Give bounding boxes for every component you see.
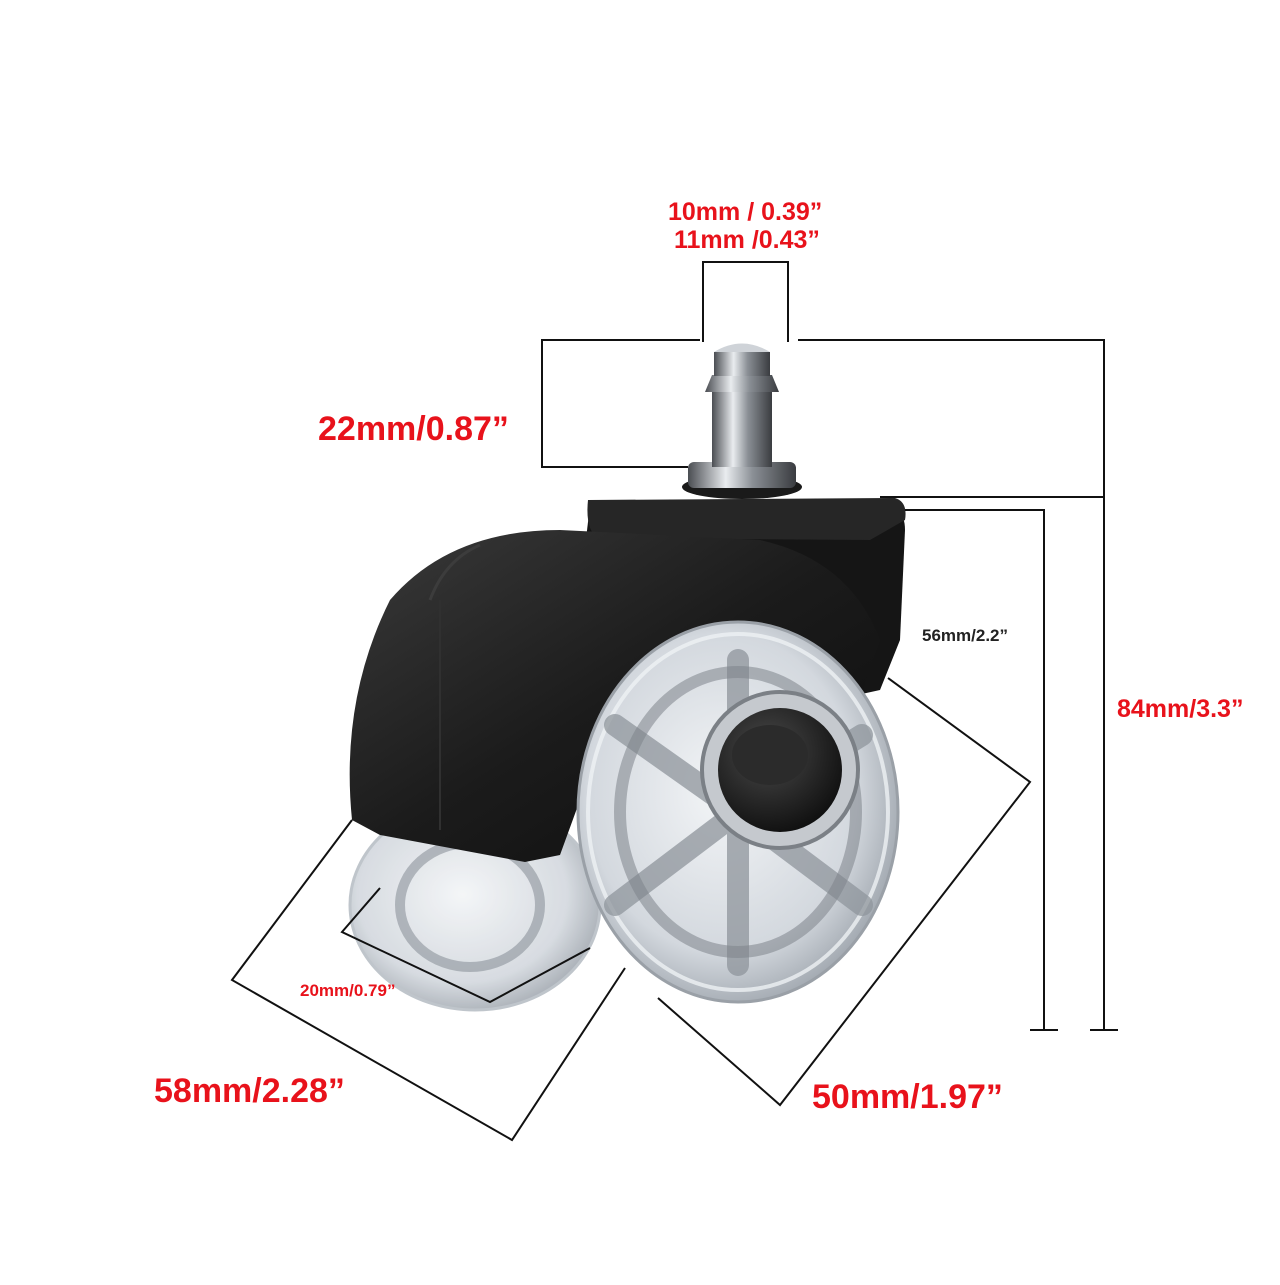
wheel-diameter-line	[657, 677, 1032, 1107]
front-wheel	[576, 620, 900, 1004]
wheel-spacing-line	[340, 887, 591, 1004]
total-height-label: 84mm/3.3”	[1117, 695, 1244, 723]
stem	[682, 343, 802, 499]
overall-width-label: 58mm/2.28”	[154, 1072, 345, 1110]
stem-length-label: 22mm/0.87”	[318, 410, 509, 448]
body-height-line	[905, 509, 1045, 1030]
overall-width-line	[230, 819, 626, 1142]
stem-diameter-label-a: 10mm / 0.39”	[668, 198, 823, 226]
wheel-spacing-label: 20mm/0.79”	[300, 981, 396, 1000]
wheel-diameter-label: 50mm/1.97”	[812, 1078, 1003, 1116]
total-height-line	[798, 339, 1105, 1030]
stem-diameter-line	[702, 261, 789, 342]
office-chair-caster-icon	[348, 343, 906, 1012]
dimension-lines	[230, 261, 1118, 1142]
stem-diameter-label-b: 11mm /0.43”	[674, 226, 820, 254]
body-height-label: 56mm/2.2”	[922, 626, 1008, 645]
stem-length-line	[541, 339, 700, 468]
